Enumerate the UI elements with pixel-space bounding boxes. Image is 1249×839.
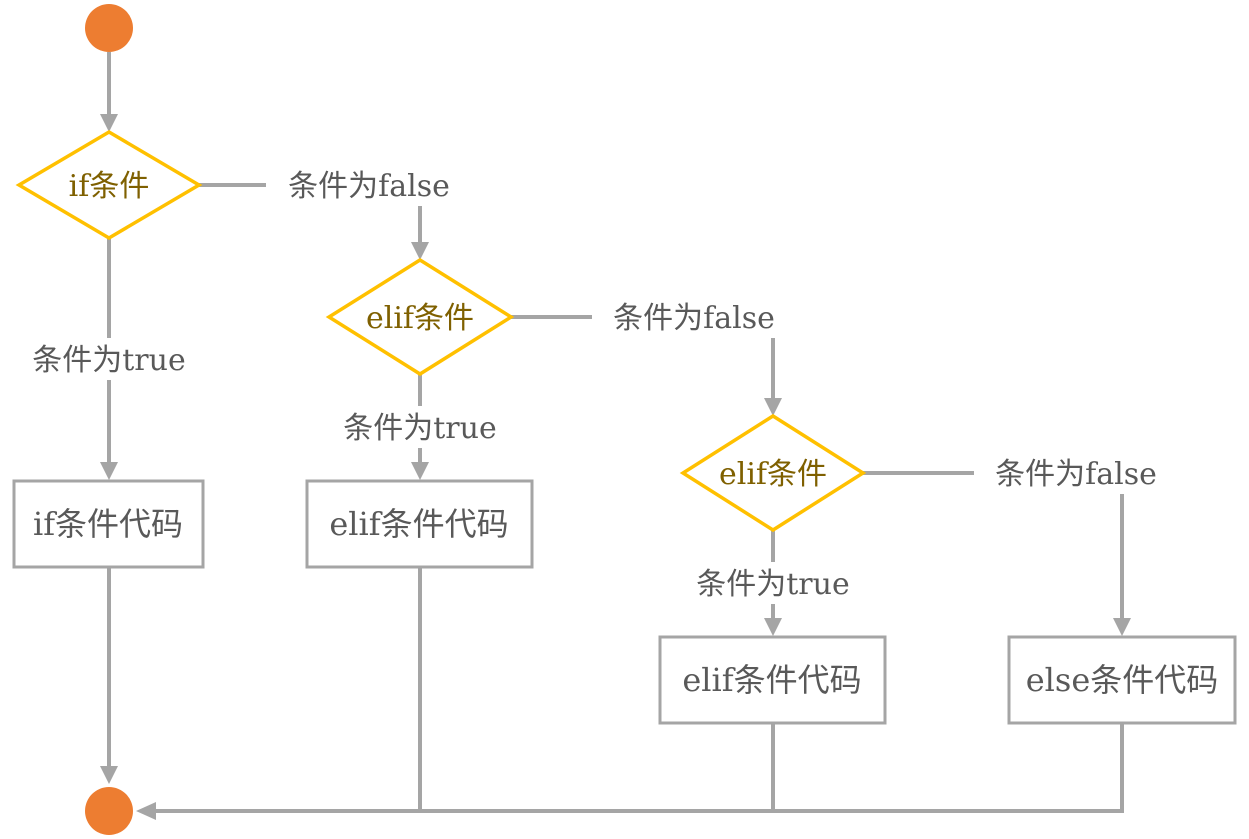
decision-elif-2: elif条件	[679, 413, 867, 533]
arrowhead-end-from-top	[100, 766, 118, 784]
edge-label-elif-2-false-text: 条件为false	[995, 457, 1157, 492]
arrowhead-if-code	[100, 462, 118, 480]
arrowhead-if	[100, 114, 118, 132]
decision-if-label: if条件	[69, 169, 150, 204]
process-elif-1-code-box	[305, 479, 534, 569]
decision-elif-1-shape	[325, 257, 515, 377]
process-elif-1-code-label: elif条件代码	[329, 505, 508, 543]
edge-label-elif-1-false: 条件为false	[592, 296, 796, 338]
edge-label-elif-2-true-bg	[682, 562, 864, 604]
decision-elif-1: elif条件	[325, 257, 515, 377]
connectors	[107, 52, 1124, 813]
process-elif-2-code-label: elif条件代码	[682, 661, 861, 699]
edge-label-elif-1-true: 条件为true	[329, 406, 511, 448]
end-node	[85, 787, 133, 835]
process-if-code-label: if条件代码	[33, 505, 183, 543]
edge-label-if-false-text: 条件为false	[288, 169, 450, 204]
edge-else-code-to-end	[152, 696, 1124, 813]
decision-if: if条件	[15, 129, 203, 241]
process-elif-2-code-box	[658, 635, 887, 725]
process-elif-1-code: elif条件代码	[305, 479, 534, 569]
edge-label-elif-1-false-bg	[592, 296, 796, 338]
edge-label-elif-2-true-text: 条件为true	[696, 567, 849, 602]
arrowhead-elif1	[411, 242, 429, 260]
edge-label-elif-1-false-text: 条件为false	[613, 301, 775, 336]
edge-label-if-false-bg	[266, 164, 472, 206]
arrowhead-end-from-right	[136, 802, 156, 820]
arrowhead-elif2-code	[764, 618, 782, 636]
process-if-code: if条件代码	[12, 479, 205, 569]
process-if-code-box	[12, 479, 205, 569]
edge-label-if-true-bg	[18, 338, 200, 380]
edge-elif2-false	[863, 471, 1124, 622]
arrowhead-elif1-code	[411, 462, 429, 480]
edge-label-elif-1-true-bg	[329, 406, 511, 448]
process-else-code-box	[1007, 635, 1237, 725]
edge-label-if-true: 条件为true	[18, 338, 200, 380]
decision-if-shape	[15, 129, 203, 241]
arrowhead-elif2	[764, 398, 782, 416]
process-else-code-label: else条件代码	[1026, 661, 1219, 699]
edge-label-elif-2-false-bg	[974, 452, 1178, 494]
edge-label-if-true-text: 条件为true	[32, 343, 185, 378]
process-else-code: else条件代码	[1007, 635, 1237, 725]
edge-label-elif-1-true-text: 条件为true	[343, 411, 496, 446]
arrowhead-else-code	[1113, 618, 1131, 636]
decision-elif-2-shape	[679, 413, 867, 533]
edge-label-elif-2-true: 条件为true	[682, 562, 864, 604]
edge-label-elif-2-false: 条件为false	[974, 452, 1178, 494]
decision-elif-2-label: elif条件	[719, 457, 827, 492]
process-elif-2-code: elif条件代码	[658, 635, 887, 725]
decision-elif-1-label: elif条件	[366, 301, 474, 336]
edge-label-if-false: 条件为false	[266, 164, 472, 206]
arrowheads	[100, 114, 1131, 820]
start-node	[85, 4, 133, 52]
